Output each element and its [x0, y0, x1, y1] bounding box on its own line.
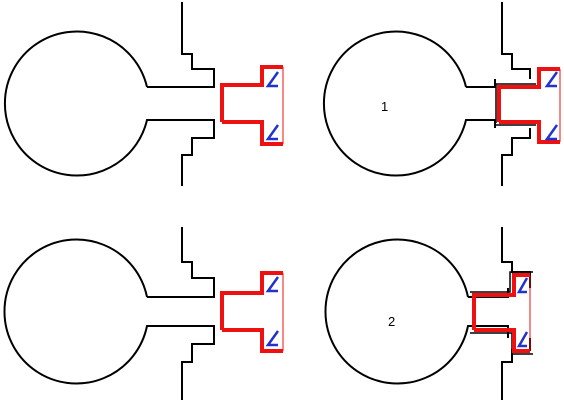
fitting-lower: [499, 120, 560, 144]
fitting-shadow-upper: [470, 271, 533, 293]
vessel-neck-top: [466, 79, 496, 88]
fitting-lower: [222, 328, 283, 353]
wall-profile-top: [501, 2, 531, 79]
seal-upper: [516, 277, 529, 294]
wall-profile-top: [181, 2, 215, 79]
seal-lower: [265, 330, 280, 347]
seal-lower: [265, 124, 280, 141]
vessel-outline: [3, 238, 215, 385]
fitting-lower: [474, 328, 530, 353]
seal-lower: [544, 124, 559, 141]
seal-upper: [544, 71, 559, 88]
vessel-outline: [3, 30, 215, 177]
wall-profile-top: [181, 227, 215, 290]
vessel-neck-top: [147, 290, 215, 298]
panel-top-left: [3, 2, 284, 186]
seal-upper: [265, 71, 280, 88]
panel-top-right: 1: [322, 2, 561, 186]
vessel-outline: [322, 30, 496, 177]
wall-profile-bottom: [181, 128, 215, 186]
vessel-neck-top: [147, 79, 215, 88]
fitting-upper: [220, 65, 283, 122]
fitting-upper: [472, 273, 530, 330]
panel-bottom-left: [3, 227, 284, 400]
fitting-lower: [222, 120, 283, 146]
panel-number-1: 1: [381, 99, 388, 114]
vessel-outline: [324, 238, 509, 385]
wall-profile-bottom: [181, 334, 215, 400]
fitting-upper: [220, 271, 283, 330]
seal-upper: [265, 276, 280, 293]
panel-number-2: 2: [388, 314, 395, 329]
seal-lower: [516, 331, 529, 348]
panel-bottom-right: 2: [324, 227, 533, 400]
fitting-shadow-upper: [495, 83, 536, 123]
wall-profile-bottom: [501, 128, 531, 186]
fitting-upper: [497, 67, 560, 122]
